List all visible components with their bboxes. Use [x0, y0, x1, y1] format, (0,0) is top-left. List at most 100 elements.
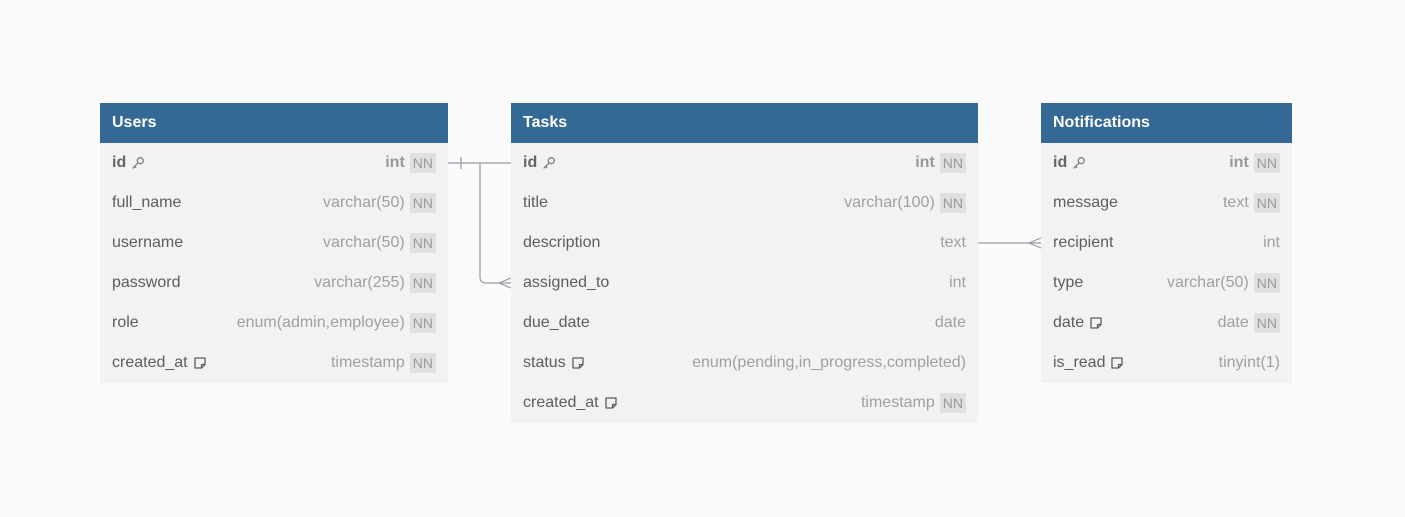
column-type: int: [915, 154, 935, 171]
column-type-cell: enum(admin,employee)NN: [237, 313, 436, 333]
not-null-badge: NN: [409, 273, 436, 293]
not-null-badge: NN: [939, 153, 966, 173]
column-type: timestamp: [860, 394, 935, 411]
column-name-cell: id: [112, 154, 145, 172]
relation-tasks-notifications[interactable]: [978, 237, 1042, 249]
table-title-users: Users: [100, 103, 448, 143]
column-name: type: [1053, 274, 1084, 291]
note-icon[interactable]: [604, 396, 618, 410]
not-null-badge: NN: [1253, 193, 1280, 213]
column-name: id: [523, 154, 538, 171]
many-marker-assigned-to: [497, 277, 512, 289]
not-null-badge: NN: [409, 313, 436, 333]
column-type: enum(admin,employee): [236, 314, 405, 331]
column-name: due_date: [523, 314, 590, 331]
column-type-cell: varchar(50)NN: [323, 233, 436, 253]
column-row-is-read[interactable]: is_read tinyint(1): [1041, 343, 1292, 383]
column-name: title: [523, 194, 548, 211]
column-type-cell: int: [949, 274, 966, 292]
column-row-full-name[interactable]: full_name varchar(50)NN: [100, 183, 448, 223]
column-type: date: [1217, 314, 1249, 331]
note-icon[interactable]: [571, 356, 585, 370]
column-row-password[interactable]: password varchar(255)NN: [100, 263, 448, 303]
column-name-cell: username: [112, 234, 183, 252]
column-name-cell: date: [1053, 314, 1103, 332]
not-null-badge: NN: [1253, 313, 1280, 333]
column-type-cell: date: [935, 314, 966, 332]
column-name-cell: password: [112, 274, 180, 292]
column-name: full_name: [112, 194, 182, 211]
column-type: tinyint(1): [1218, 354, 1280, 371]
not-null-badge: NN: [409, 153, 436, 173]
relation-users-tasks[interactable]: [448, 157, 512, 289]
column-name: created_at: [523, 394, 599, 411]
column-row-username[interactable]: username varchar(50)NN: [100, 223, 448, 263]
column-row-role[interactable]: role enum(admin,employee)NN: [100, 303, 448, 343]
not-null-badge: NN: [409, 233, 436, 253]
column-type: varchar(255): [314, 274, 405, 291]
column-name-cell: status: [523, 354, 585, 372]
not-null-badge: NN: [1253, 273, 1280, 293]
column-name: recipient: [1053, 234, 1114, 251]
column-type: timestamp: [330, 354, 405, 371]
column-name-cell: message: [1053, 194, 1118, 212]
note-icon[interactable]: [1110, 356, 1124, 370]
column-row-type[interactable]: type varchar(50)NN: [1041, 263, 1292, 303]
key-icon: [1072, 156, 1086, 170]
column-type-cell: varchar(50)NN: [1167, 273, 1280, 293]
column-name-cell: description: [523, 234, 600, 252]
not-null-badge: NN: [939, 393, 966, 413]
column-name: id: [1053, 154, 1068, 171]
note-icon[interactable]: [193, 356, 207, 370]
column-type: date: [934, 314, 966, 331]
column-name: password: [112, 274, 181, 291]
column-type-cell: tinyint(1): [1219, 354, 1280, 372]
column-name: status: [523, 354, 566, 371]
column-name-cell: id: [523, 154, 556, 172]
column-type-cell: varchar(50)NN: [323, 193, 436, 213]
key-icon: [542, 156, 556, 170]
column-name-cell: type: [1053, 274, 1083, 292]
column-row-due-date[interactable]: due_date date: [511, 303, 978, 343]
key-icon: [131, 156, 145, 170]
column-name: is_read: [1053, 354, 1106, 371]
note-icon[interactable]: [1089, 316, 1103, 330]
column-row-assigned-to[interactable]: assigned_to int: [511, 263, 978, 303]
column-type: varchar(50): [322, 234, 405, 251]
column-name-cell: created_at: [112, 354, 207, 372]
column-name: date: [1053, 314, 1085, 331]
column-name: username: [112, 234, 184, 251]
table-title-tasks: Tasks: [511, 103, 978, 143]
not-null-badge: NN: [409, 193, 436, 213]
table-title-notifications: Notifications: [1041, 103, 1292, 143]
column-type: varchar(50): [322, 194, 405, 211]
column-name: role: [112, 314, 139, 331]
column-name-cell: is_read: [1053, 354, 1124, 372]
many-marker-recipient: [1027, 237, 1042, 249]
column-type: int: [949, 274, 966, 291]
column-type: varchar(50): [1166, 274, 1249, 291]
column-name-cell: assigned_to: [523, 274, 609, 292]
column-type: int: [385, 154, 405, 171]
